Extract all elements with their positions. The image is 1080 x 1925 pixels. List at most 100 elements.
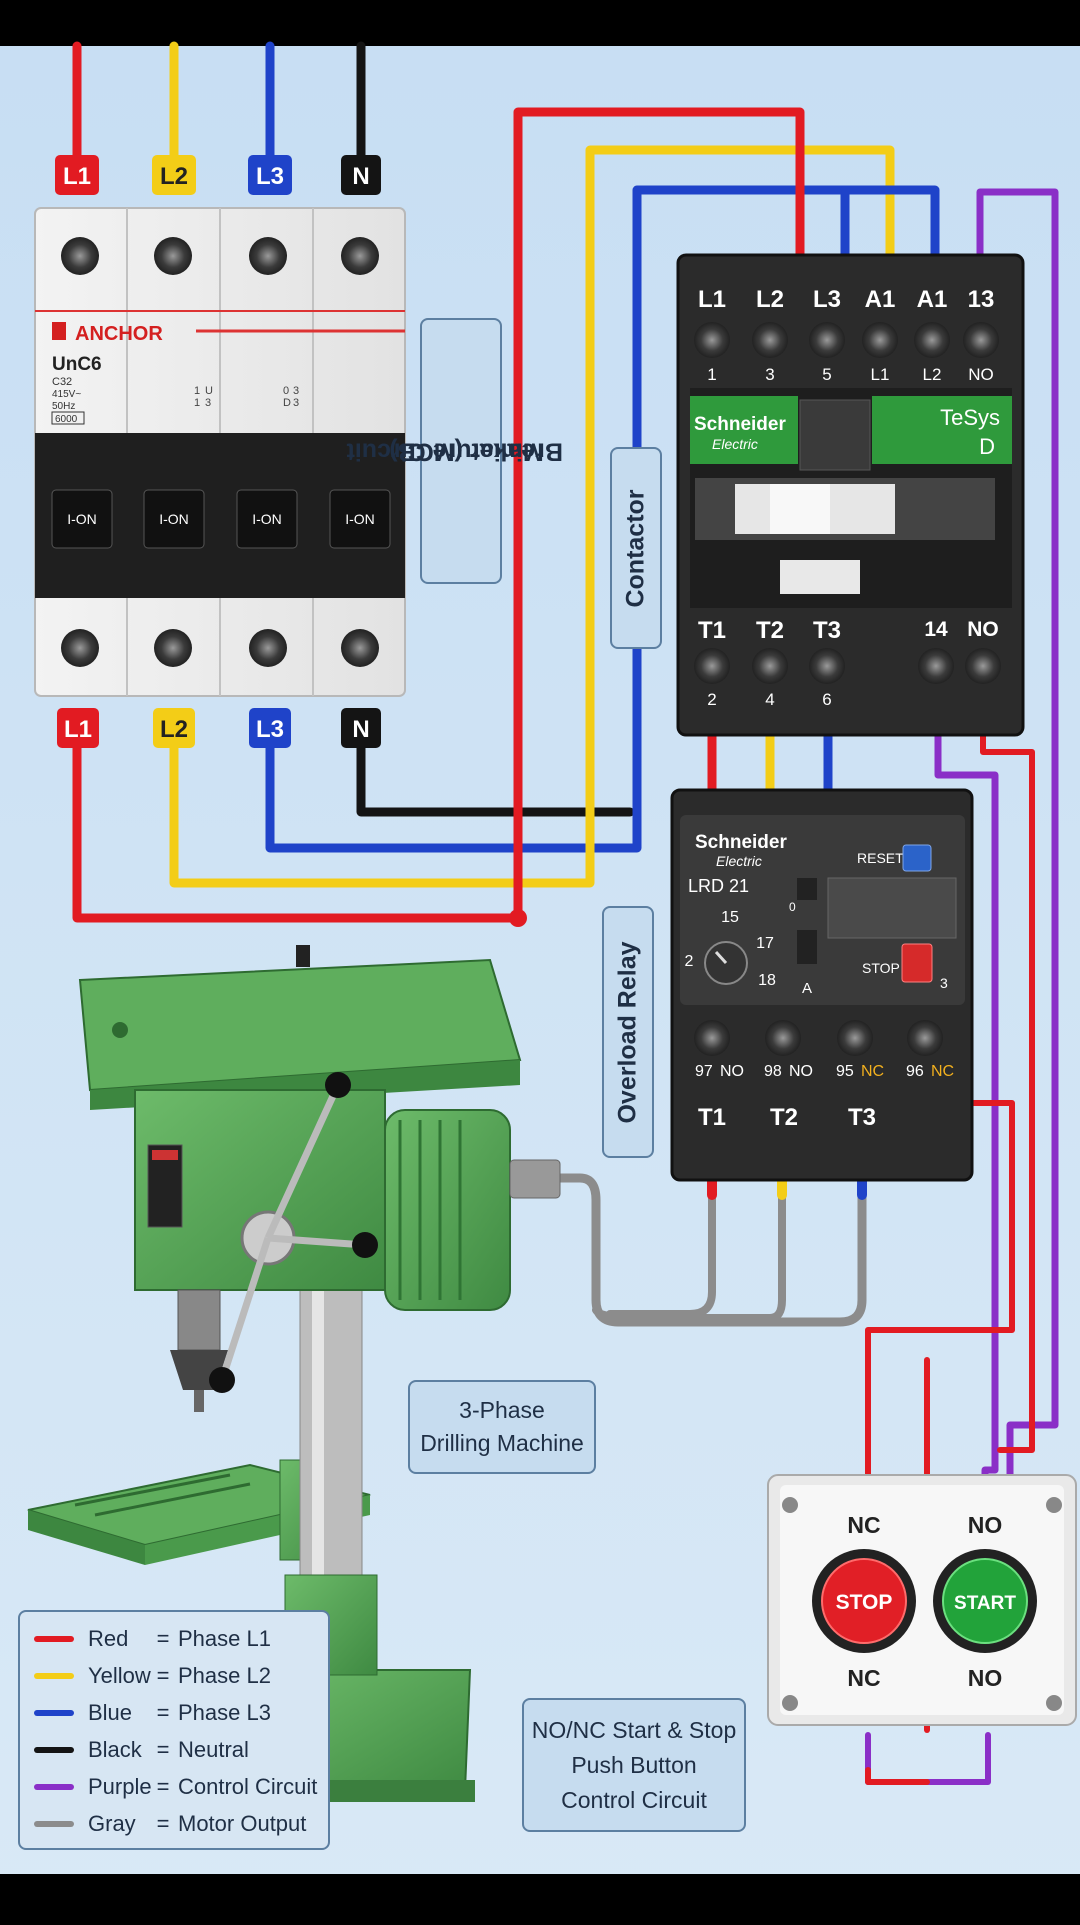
ol-96-type: NC bbox=[931, 1063, 954, 1080]
mcb-mark-7: D bbox=[283, 397, 291, 409]
mcb-top-tags: L1 L2 L3 N bbox=[55, 155, 381, 195]
station-top-no: NO bbox=[968, 1512, 1003, 1538]
contactor-bottom-14: 14 bbox=[924, 618, 948, 641]
tag-top-l3: L3 bbox=[256, 163, 284, 190]
contactor-top-l2: L2 bbox=[756, 286, 784, 313]
station-bottom-no: NO bbox=[968, 1665, 1003, 1691]
mcb-brand: ANCHOR bbox=[75, 323, 163, 345]
overload-caption: Overload Relay bbox=[602, 906, 654, 1158]
l2-wire bbox=[169, 145, 895, 888]
ol-98-num: 98 bbox=[764, 1063, 782, 1080]
station-bottom-nc: NC bbox=[847, 1665, 880, 1691]
mcb-toggle-3[interactable]: I-ON bbox=[236, 489, 298, 549]
dial-mark-15: 15 bbox=[721, 909, 739, 926]
mcb-model: UnC6 bbox=[52, 354, 102, 375]
overload-stop-button[interactable] bbox=[901, 943, 933, 983]
contactor-num-no: NO bbox=[968, 365, 994, 384]
contactor-brand-1: Schneider bbox=[694, 414, 786, 435]
legend-meaning-purple: Control Circuit bbox=[178, 1773, 318, 1799]
mcb-toggle-2[interactable]: I-ON bbox=[143, 489, 205, 549]
ol-95-type: NC bbox=[861, 1063, 884, 1080]
stop-button-label: STOP bbox=[836, 1591, 893, 1614]
stop-button[interactable]: STOP bbox=[812, 1549, 916, 1653]
pushbutton-caption-line-3: Control Circuit bbox=[561, 1786, 707, 1813]
reset-button[interactable] bbox=[902, 844, 932, 872]
legend-swatch-black bbox=[34, 1746, 74, 1753]
overload-brand-2: Electric bbox=[716, 853, 762, 869]
contactor-model-panel bbox=[872, 396, 1012, 464]
legend-row-purple: Purple = Control Circuit bbox=[34, 1768, 328, 1805]
machine-caption-line-2: Drilling Machine bbox=[420, 1430, 584, 1456]
wires bbox=[72, 41, 1059, 1785]
overload-screw-icon bbox=[837, 1020, 873, 1056]
legend-equals: = bbox=[156, 1773, 170, 1799]
ol-98-type: NO bbox=[789, 1063, 813, 1080]
small-mark-a: A bbox=[802, 980, 812, 997]
overload-brand-1: Schneider bbox=[695, 832, 787, 853]
contactor-top-a1a: A1 bbox=[865, 286, 896, 313]
mcb-caption-line-2: Breaker (MCB) bbox=[389, 437, 564, 466]
contactor-num-5: 5 bbox=[822, 365, 831, 384]
mcb-toggle-4-label: I-ON bbox=[345, 511, 375, 527]
tag-top-n: N bbox=[352, 163, 369, 190]
pushbutton-caption-line-1: NO/NC Start & Stop bbox=[531, 1716, 737, 1743]
small-mark-3: 3 bbox=[940, 975, 948, 991]
overload-stop-label: STOP bbox=[862, 960, 900, 976]
contactor-screw-icon bbox=[809, 322, 845, 358]
station-screw-icon bbox=[782, 1497, 798, 1513]
control-13-wire bbox=[976, 188, 1059, 1494]
contactor-bottom-no: NO bbox=[967, 618, 999, 641]
legend-swatch-red bbox=[34, 1635, 74, 1642]
mcb-screw-icon bbox=[61, 237, 99, 275]
legend-row-gray: Gray = Motor Output bbox=[34, 1805, 328, 1842]
mcb-toggle-4[interactable]: I-ON bbox=[329, 489, 391, 549]
legend-equals: = bbox=[156, 1625, 170, 1651]
contactor-screw-icon bbox=[965, 648, 1001, 684]
ol-out-t1: T1 bbox=[698, 1104, 726, 1131]
mcb-toggle-1[interactable]: I-ON bbox=[51, 489, 113, 549]
ol-97-num: 97 bbox=[695, 1063, 713, 1080]
ol-out-t3: T3 bbox=[848, 1104, 876, 1131]
contactor-num-l1: L1 bbox=[871, 365, 890, 384]
overload-screw-icon bbox=[907, 1020, 943, 1056]
tag-bottom-l1: L1 bbox=[64, 716, 92, 743]
mcb-screw-icon bbox=[154, 629, 192, 667]
mcb-mark-4: 3 bbox=[205, 397, 211, 409]
station-top-nc: NC bbox=[847, 1512, 880, 1538]
wire-color-legend: Red = Phase L1 Yellow = Phase L2 Blue = … bbox=[18, 1610, 330, 1850]
station-screw-icon bbox=[782, 1695, 798, 1711]
contactor-bottom-t3: T3 bbox=[813, 617, 841, 644]
small-mark-0: 0 bbox=[789, 900, 796, 914]
mcb-toggle-3-label: I-ON bbox=[252, 511, 282, 527]
contactor-model-1: TeSys bbox=[940, 405, 1000, 430]
legend-swatch-gray bbox=[34, 1820, 74, 1827]
tag-bottom-l2: L2 bbox=[160, 716, 188, 743]
neutral-wire bbox=[356, 740, 635, 817]
legend-meaning-red: Phase L1 bbox=[178, 1625, 271, 1651]
mcb-breaker: ANCHOR UnC6 C32 415V~ 50Hz 6000 1 U 1 3 … bbox=[34, 207, 406, 697]
mcb-screw-icon bbox=[61, 629, 99, 667]
legend-color-black: Black bbox=[88, 1736, 142, 1762]
contactor-caption: Contactor bbox=[610, 447, 662, 649]
contactor: Schneider Electric TeSys D L1 L2 L3 A1 A… bbox=[676, 253, 1025, 737]
start-button[interactable]: START bbox=[933, 1549, 1037, 1653]
dial-mark-2: 2 bbox=[685, 953, 694, 970]
pushbutton-caption-line-2: Push Button bbox=[571, 1751, 697, 1778]
contactor-screw-icon bbox=[752, 648, 788, 684]
contactor-brand-2: Electric bbox=[712, 436, 758, 452]
mcb-mark-2: U bbox=[205, 385, 213, 397]
contactor-screw-icon bbox=[862, 322, 898, 358]
contactor-screw-icon bbox=[752, 322, 788, 358]
legend-meaning-black: Neutral bbox=[178, 1736, 249, 1762]
legend-row-blue: Blue = Phase L3 bbox=[34, 1694, 328, 1731]
overload-screw-icon bbox=[694, 1020, 730, 1056]
tag-top-l1: L1 bbox=[63, 163, 91, 190]
legend-color-red: Red bbox=[88, 1625, 129, 1651]
contactor-caption-text: Contactor bbox=[621, 488, 650, 608]
contactor-bottom-t1: T1 bbox=[698, 617, 726, 644]
mcb-mark-3: 1 bbox=[194, 397, 200, 409]
mcb-spec-1: C32 bbox=[52, 376, 72, 388]
overload-model: LRD 21 bbox=[688, 876, 749, 896]
